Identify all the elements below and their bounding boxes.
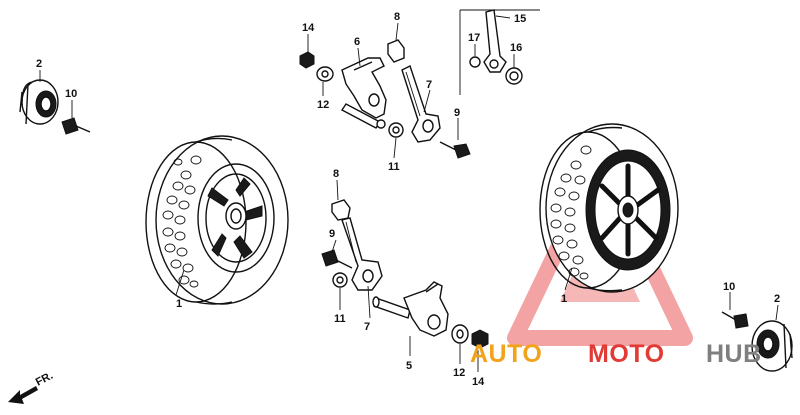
callout-8-upper: 8 (394, 11, 400, 23)
callout-2-left: 2 (36, 58, 42, 70)
bolt-upper (439, 141, 471, 159)
bolt-lower (321, 249, 353, 269)
spring-washer-lower (332, 272, 348, 288)
watermark-hub: HUB (706, 340, 762, 368)
callout-2-right: 2 (774, 293, 780, 305)
spring-washer-upper (388, 122, 404, 138)
watermark-auto: AUTO (470, 340, 542, 368)
callout-11-lower: 11 (334, 313, 346, 325)
nut-upper (299, 51, 315, 69)
callout-9-upper: 9 (454, 107, 460, 119)
callout-6: 6 (354, 36, 360, 48)
height-adjust-bracket-lower (372, 281, 449, 337)
callout-12-lower: 12 (453, 367, 465, 379)
callout-1-right: 1 (561, 293, 567, 305)
callout-15: 15 (514, 13, 526, 25)
callout-10-right: 10 (723, 281, 735, 293)
knob-lower (331, 199, 351, 221)
bolt-left (61, 117, 91, 135)
leader-lines (39, 15, 779, 372)
callout-labels: 1 2 5 6 7 7 8 8 9 9 10 10 11 11 12 12 14… (36, 11, 780, 388)
hub-cap-left (19, 79, 59, 125)
callout-16: 16 (510, 42, 522, 54)
watermark-moto: MOTO (588, 340, 665, 368)
hub-cap-right (751, 320, 793, 372)
right-wheel (539, 123, 679, 293)
height-adjust-bracket-upper (340, 57, 387, 129)
front-direction-arrow: FR. (8, 370, 55, 404)
callout-5: 5 (406, 360, 412, 372)
washer-upper (316, 66, 334, 82)
callout-8-lower: 8 (333, 168, 339, 180)
nut-lower (471, 329, 489, 349)
callout-10-left: 10 (65, 88, 77, 100)
callout-7-lower: 7 (364, 321, 370, 333)
inset-detail (459, 9, 540, 95)
callout-17: 17 (468, 32, 480, 44)
knob-upper (387, 39, 405, 63)
callout-14-upper: 14 (302, 22, 315, 34)
callout-11-upper: 11 (388, 161, 400, 173)
bolt-right (721, 311, 749, 329)
callout-9-lower: 9 (329, 228, 335, 240)
lever-lower (341, 217, 383, 291)
watermark-text: AUTO MOTO HUB (470, 340, 762, 368)
callout-1-left: 1 (176, 298, 182, 310)
callout-7-upper: 7 (426, 79, 432, 91)
washer-lower (451, 324, 469, 344)
callout-14-lower: 14 (472, 376, 485, 388)
front-direction-label: FR. (34, 370, 55, 389)
left-wheel (145, 135, 289, 305)
lever-upper (401, 65, 441, 143)
callout-12-upper: 12 (317, 99, 329, 111)
